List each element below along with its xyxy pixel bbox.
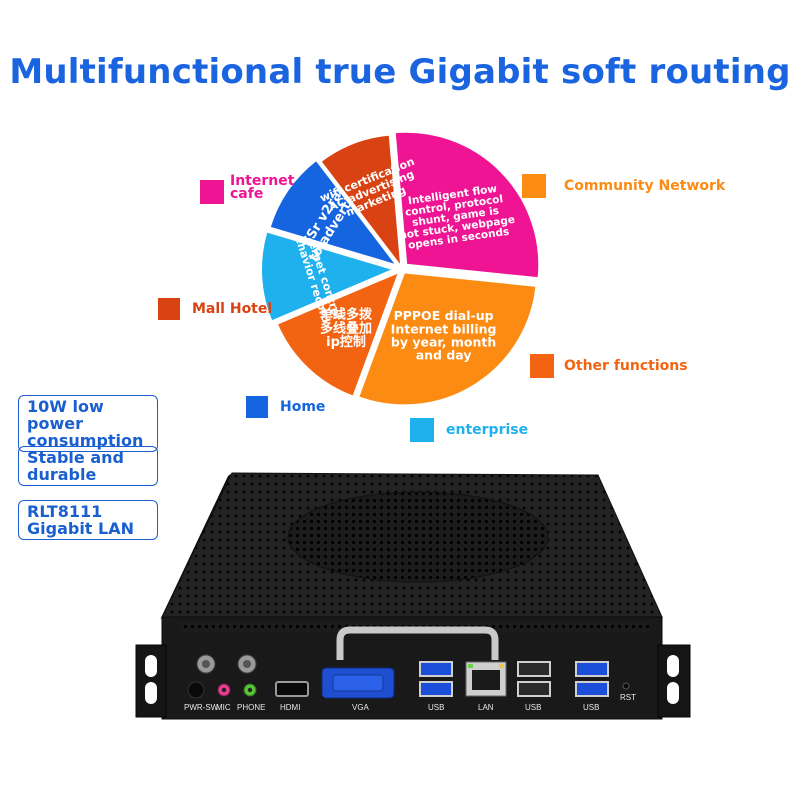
legend-swatch bbox=[246, 396, 268, 418]
legend-swatch bbox=[158, 298, 180, 320]
label-rst: RST bbox=[620, 693, 636, 702]
device-left-side bbox=[160, 473, 232, 620]
legend-community-network: Community Network bbox=[522, 174, 725, 198]
usb-port-stack-3 bbox=[575, 661, 609, 697]
label-usb-3: USB bbox=[583, 703, 599, 712]
usb-port-stack-1 bbox=[419, 661, 453, 697]
carry-handle bbox=[336, 626, 499, 660]
legend-label: enterprise bbox=[446, 421, 529, 438]
pie-slice-home bbox=[268, 158, 400, 268]
legend-label: Mall Hotel bbox=[192, 300, 273, 317]
antenna-connector-left bbox=[196, 654, 216, 674]
legend-other-functions: Other functions bbox=[530, 354, 688, 378]
legend-label: Other functions bbox=[564, 357, 688, 374]
legend-swatch bbox=[522, 174, 546, 198]
legend-swatch bbox=[530, 354, 554, 378]
legend-swatch bbox=[200, 180, 224, 204]
hdmi-port bbox=[275, 681, 309, 697]
legend-swatch bbox=[410, 418, 434, 442]
reset-button bbox=[622, 682, 630, 690]
label-phone: PHONE bbox=[237, 703, 265, 712]
lan-port bbox=[465, 661, 507, 697]
label-hdmi: HDMI bbox=[280, 703, 300, 712]
label-mic: MIC bbox=[216, 703, 231, 712]
legend-home: Home bbox=[246, 396, 325, 418]
headline: Multifunctional true Gigabit soft routin… bbox=[9, 52, 791, 92]
label-pwr-sw: PWR-SW bbox=[184, 703, 219, 712]
legend-label: Internet cafe bbox=[230, 173, 295, 202]
right-mounting-bracket bbox=[657, 644, 691, 718]
legend-enterprise: enterprise bbox=[410, 418, 528, 442]
feature-badge-gigabit-lan: RLT8111 Gigabit LAN bbox=[18, 500, 158, 540]
antenna-connector-right bbox=[237, 654, 257, 674]
legend-mall-hotel: Mall Hotel bbox=[158, 298, 272, 320]
fan-grill bbox=[287, 491, 549, 583]
feature-badge-stable: Stable and durable bbox=[18, 446, 158, 486]
label-usb-2: USB bbox=[525, 703, 541, 712]
power-button bbox=[187, 681, 205, 699]
legend-internet-cafe: Internet cafe bbox=[200, 174, 294, 204]
pie-slice-hotel bbox=[319, 133, 403, 271]
label-usb-1: USB bbox=[428, 703, 444, 712]
label-lan: LAN bbox=[478, 703, 494, 712]
pie-slice-cafe bbox=[393, 130, 541, 280]
pie-slice-other bbox=[275, 270, 401, 399]
legend-label: Home bbox=[280, 398, 326, 415]
legend-label: Community Network bbox=[564, 177, 726, 194]
usb-port-stack-2 bbox=[517, 661, 551, 697]
feature-badge-low-power: 10W low power consumption bbox=[18, 395, 158, 452]
pie-slice-community bbox=[356, 271, 538, 407]
pie-slice-enterprise bbox=[260, 230, 397, 323]
label-vga: VGA bbox=[352, 703, 370, 712]
left-mounting-bracket bbox=[135, 644, 167, 718]
pie-graphic: Intelligent flowcontrol, protocolshunt, … bbox=[260, 130, 541, 407]
